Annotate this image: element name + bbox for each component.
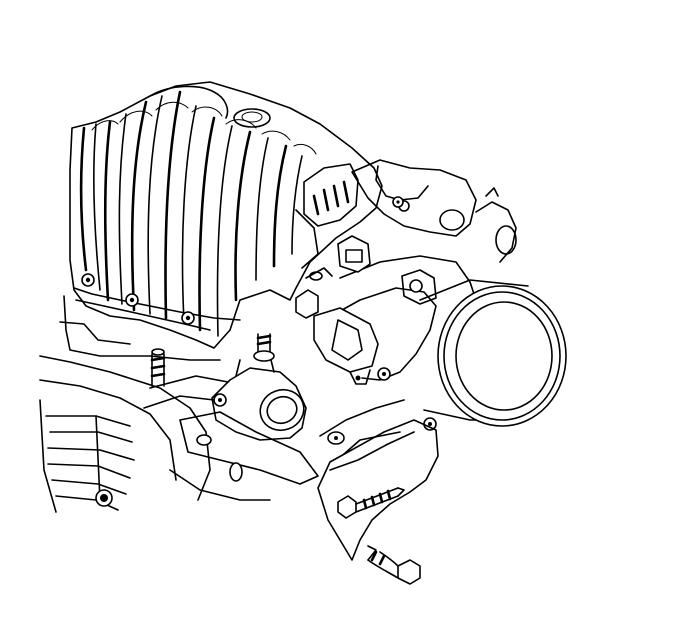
throttle-body (295, 159, 567, 431)
support-bracket (317, 399, 439, 561)
engine-block (39, 295, 319, 513)
bracket-bolt-lower (367, 545, 421, 585)
bracket-bolt-upper (337, 487, 405, 519)
coolant-outlet (211, 333, 307, 441)
intake-manifold (69, 81, 383, 349)
